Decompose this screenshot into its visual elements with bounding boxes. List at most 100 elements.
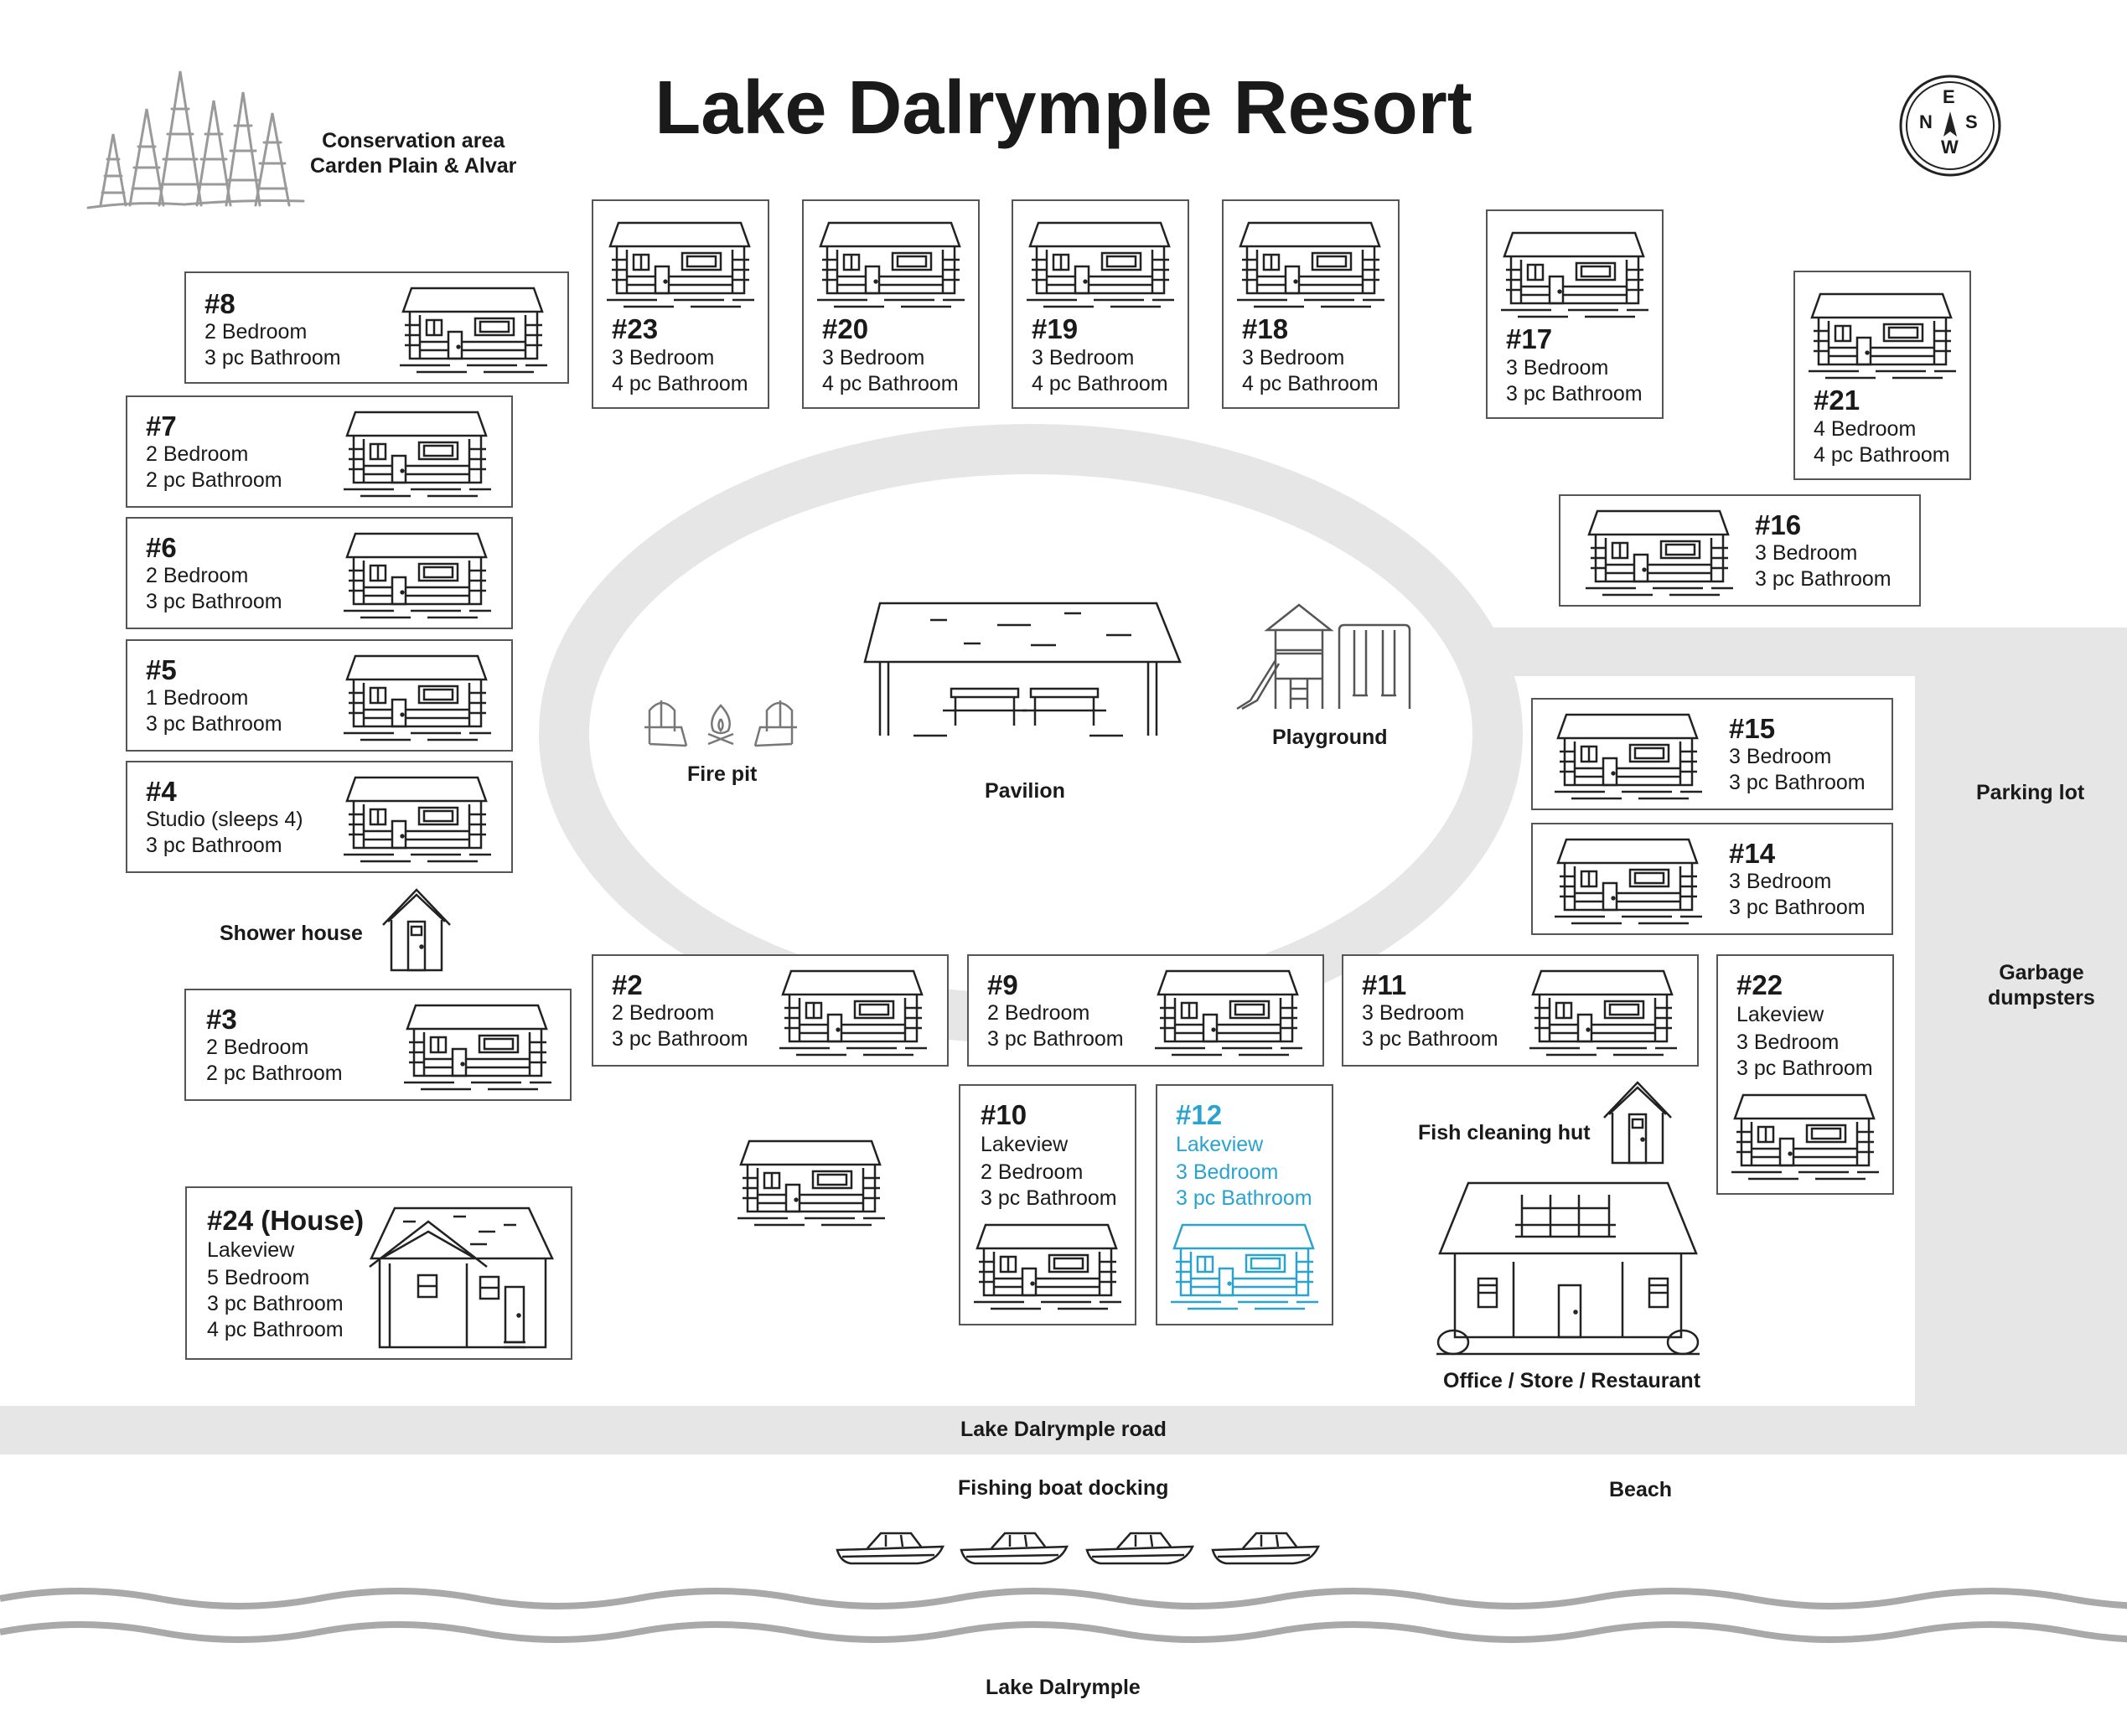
boat-icon[interactable] bbox=[1209, 1523, 1322, 1567]
garbage-area bbox=[1962, 938, 2127, 1407]
cabin-number: #18 bbox=[1242, 313, 1289, 344]
fish-hut-icon[interactable] bbox=[1602, 1081, 1673, 1165]
cabin-17[interactable]: #17 3 Bedroom 3 pc Bathroom bbox=[1486, 209, 1664, 419]
cabin-18[interactable]: #18 3 Bedroom 4 pc Bathroom bbox=[1222, 199, 1400, 409]
compass-icon bbox=[1899, 75, 2001, 177]
parking-lot-area bbox=[1915, 628, 1962, 1411]
cabin-detail: 3 pc Bathroom bbox=[1729, 771, 1866, 794]
cabin-detail: 2 pc Bathroom bbox=[206, 1062, 343, 1085]
cabin-icon bbox=[1235, 221, 1386, 308]
cabin-8[interactable]: #8 2 Bedroom 3 pc Bathroom bbox=[184, 271, 569, 384]
cabin-number: #22 bbox=[1736, 969, 1783, 1000]
cabin-detail: 4 pc Bathroom bbox=[1814, 443, 1950, 467]
cabin-detail: 3 Bedroom bbox=[1362, 1001, 1465, 1025]
garbage-label-line2: dumpsters bbox=[1988, 986, 2095, 1010]
cabin-detail: 3 pc Bathroom bbox=[981, 1186, 1117, 1210]
cabin-detail: 2 Bedroom bbox=[981, 1160, 1084, 1184]
cabin-icon bbox=[342, 654, 493, 741]
cabin-19[interactable]: #19 3 Bedroom 4 pc Bathroom bbox=[1012, 199, 1189, 409]
cabin-number: #16 bbox=[1755, 509, 1802, 540]
cabin-15[interactable]: #15 3 Bedroom 3 pc Bathroom bbox=[1531, 698, 1893, 810]
cabin-7[interactable]: #7 2 Bedroom 2 pc Bathroom bbox=[126, 395, 513, 508]
playground-icon[interactable] bbox=[1232, 602, 1416, 710]
cabin-22[interactable]: #22 Lakeview 3 Bedroom 3 pc Bathroom bbox=[1716, 954, 1894, 1195]
cabin-detail: 2 Bedroom bbox=[987, 1001, 1090, 1025]
cabin-detail: Studio (sleeps 4) bbox=[146, 808, 303, 831]
cabin-detail: 3 pc Bathroom bbox=[1362, 1027, 1498, 1051]
compass-w: W bbox=[1941, 137, 1959, 158]
cabin-12-highlighted[interactable]: #12 Lakeview 3 Bedroom 3 pc Bathroom bbox=[1156, 1084, 1333, 1325]
cabin-number: #7 bbox=[146, 411, 177, 442]
cabin-4[interactable]: #4 Studio (sleeps 4) 3 pc Bathroom bbox=[126, 761, 513, 873]
cabin-detail: 3 pc Bathroom bbox=[1755, 567, 1892, 591]
cabin-6[interactable]: #6 2 Bedroom 3 pc Bathroom bbox=[126, 517, 513, 629]
cabin-3[interactable]: #3 2 Bedroom 2 pc Bathroom bbox=[184, 989, 572, 1101]
cabin-number: #17 bbox=[1506, 323, 1553, 354]
cabin-icon bbox=[402, 1004, 553, 1091]
cabin-detail: Lakeview bbox=[981, 1133, 1069, 1156]
fire-pit-label: Fire pit bbox=[687, 762, 758, 786]
cabin-detail: 3 Bedroom bbox=[1176, 1160, 1279, 1184]
cabin-icon bbox=[398, 287, 549, 374]
cabin-detail: 3 pc Bathroom bbox=[204, 346, 341, 369]
cabin-detail: 3 Bedroom bbox=[1729, 870, 1832, 893]
cabin-16[interactable]: #16 3 Bedroom 3 pc Bathroom bbox=[1559, 494, 1921, 607]
cabin-number: #21 bbox=[1814, 385, 1860, 416]
conservation-label-line2: Carden Plain & Alvar bbox=[310, 154, 517, 178]
cabin-2[interactable]: #2 2 Bedroom 3 pc Bathroom bbox=[592, 954, 949, 1067]
cabin-10[interactable]: #10 Lakeview 2 Bedroom 3 pc Bathroom bbox=[959, 1084, 1136, 1325]
lake-waves bbox=[0, 1588, 2127, 1643]
cabin-detail: 3 pc Bathroom bbox=[207, 1292, 344, 1315]
cabin-detail: 3 pc Bathroom bbox=[987, 1027, 1124, 1051]
cabin-20[interactable]: #20 3 Bedroom 4 pc Bathroom bbox=[802, 199, 980, 409]
cabin-detail: 4 pc Bathroom bbox=[1242, 372, 1379, 395]
compass-e: E bbox=[1943, 86, 1955, 107]
map-title: Lake Dalrymple Resort bbox=[655, 66, 1472, 150]
cabin-23[interactable]: #23 3 Bedroom 4 pc Bathroom bbox=[592, 199, 769, 409]
cabin-number: #19 bbox=[1032, 313, 1079, 344]
cabin-14[interactable]: #14 3 Bedroom 3 pc Bathroom bbox=[1531, 823, 1893, 935]
lake-label: Lake Dalrymple bbox=[986, 1676, 1141, 1699]
pavilion-icon[interactable] bbox=[863, 602, 1182, 744]
fire-pit-icon[interactable] bbox=[641, 694, 800, 752]
cabin-11[interactable]: #11 3 Bedroom 3 pc Bathroom bbox=[1342, 954, 1699, 1067]
cabin-icon bbox=[1553, 838, 1704, 925]
pavilion-label: Pavilion bbox=[985, 779, 1065, 803]
boat-icon[interactable] bbox=[958, 1523, 1071, 1567]
cabin-number: #12 bbox=[1176, 1099, 1223, 1130]
road-label: Lake Dalrymple road bbox=[960, 1418, 1167, 1441]
cabin-detail: 2 Bedroom bbox=[612, 1001, 715, 1025]
cabin-number: #20 bbox=[822, 313, 869, 344]
cabin-detail: 1 Bedroom bbox=[146, 686, 249, 710]
cabin-icon bbox=[1528, 969, 1679, 1057]
cabin-24-house[interactable]: #24 (House) Lakeview 5 Bedroom 3 pc Bath… bbox=[185, 1186, 572, 1360]
cabin-detail: 3 pc Bathroom bbox=[146, 712, 282, 736]
shower-house-label: Shower house bbox=[220, 922, 363, 945]
cabin-icon-unlabeled[interactable] bbox=[736, 1139, 888, 1227]
boat-icon[interactable] bbox=[1084, 1523, 1197, 1567]
cabin-21[interactable]: #21 4 Bedroom 4 pc Bathroom bbox=[1793, 271, 1971, 480]
conservation-label-line1: Conservation area bbox=[322, 129, 505, 152]
cabin-detail: 3 Bedroom bbox=[1755, 541, 1858, 565]
office-building-icon[interactable] bbox=[1435, 1181, 1701, 1357]
conservation-label: Conservation area Carden Plain & Alvar bbox=[310, 128, 516, 178]
cabin-icon bbox=[778, 969, 929, 1057]
cabin-number: #2 bbox=[612, 969, 643, 1000]
shower-house-icon[interactable] bbox=[381, 888, 452, 972]
cabin-number: #23 bbox=[612, 313, 659, 344]
cabin-number: #8 bbox=[204, 288, 235, 319]
cabin-detail: Lakeview bbox=[1736, 1003, 1824, 1026]
cabin-9[interactable]: #9 2 Bedroom 3 pc Bathroom bbox=[967, 954, 1324, 1067]
cabin-detail: 5 Bedroom bbox=[207, 1266, 310, 1289]
cabin-detail: 4 pc Bathroom bbox=[822, 372, 959, 395]
cabin-5[interactable]: #5 1 Bedroom 3 pc Bathroom bbox=[126, 639, 513, 752]
boat-icon[interactable] bbox=[834, 1523, 947, 1567]
fish-hut-label: Fish cleaning hut bbox=[1418, 1121, 1591, 1144]
cabin-detail: 3 pc Bathroom bbox=[146, 834, 282, 857]
cabin-detail: 4 pc Bathroom bbox=[1032, 372, 1168, 395]
cabin-icon bbox=[1499, 231, 1650, 318]
cabin-detail: 3 Bedroom bbox=[1032, 346, 1135, 369]
beach-label: Beach bbox=[1609, 1478, 1673, 1501]
cabin-number: #15 bbox=[1729, 713, 1776, 744]
cabin-number: #4 bbox=[146, 776, 177, 807]
